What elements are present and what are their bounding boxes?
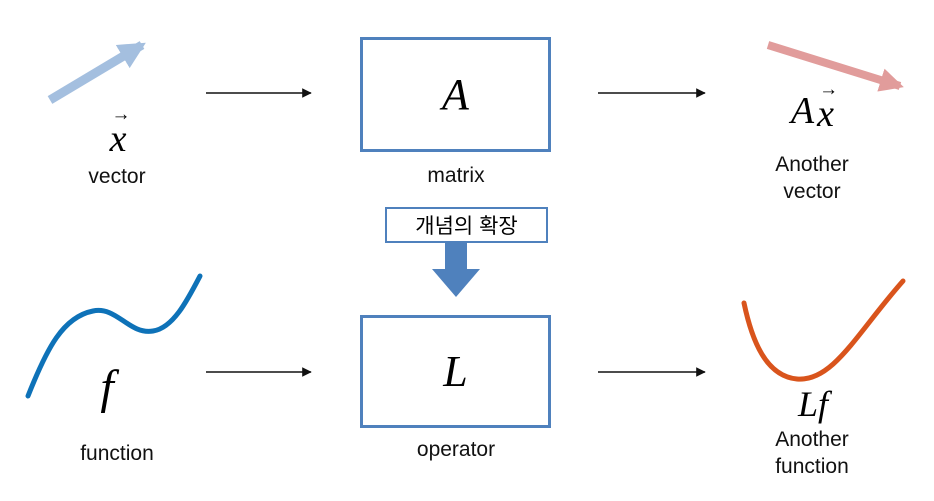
function-f-symbol: f (100, 361, 114, 414)
operator-label: operator (416, 438, 496, 461)
vector-x-symbol: → x (109, 104, 131, 160)
another-function-label: Another function (775, 428, 849, 478)
function-label: function (80, 442, 154, 465)
concept-extension-label: 개념의 확장 (415, 215, 518, 238)
matrix-box: A (360, 37, 551, 152)
function-f-curve (25, 273, 203, 399)
function-lf-curve (741, 278, 906, 382)
operator-box: L (360, 315, 551, 428)
matrix-label: matrix (427, 164, 485, 187)
matrix-symbol: A (442, 70, 469, 119)
operator-symbol: L (443, 347, 468, 396)
vector-x-arrow-shape (47, 41, 146, 104)
another-vector-label: Another vector (775, 153, 849, 203)
concept-extension-box: 개념의 확장 (385, 207, 548, 243)
ax-prefix: A (790, 89, 815, 132)
concept-extension-down-arrow (432, 243, 480, 297)
vector-label: vector (88, 165, 146, 188)
function-lf-symbol: Lf (797, 384, 829, 424)
vector-overarrow: → (819, 79, 839, 100)
vector-overarrow: → (111, 104, 131, 125)
vector-ax-symbol: A → x (790, 79, 839, 135)
vector-ax-arrow-shape (766, 41, 904, 92)
